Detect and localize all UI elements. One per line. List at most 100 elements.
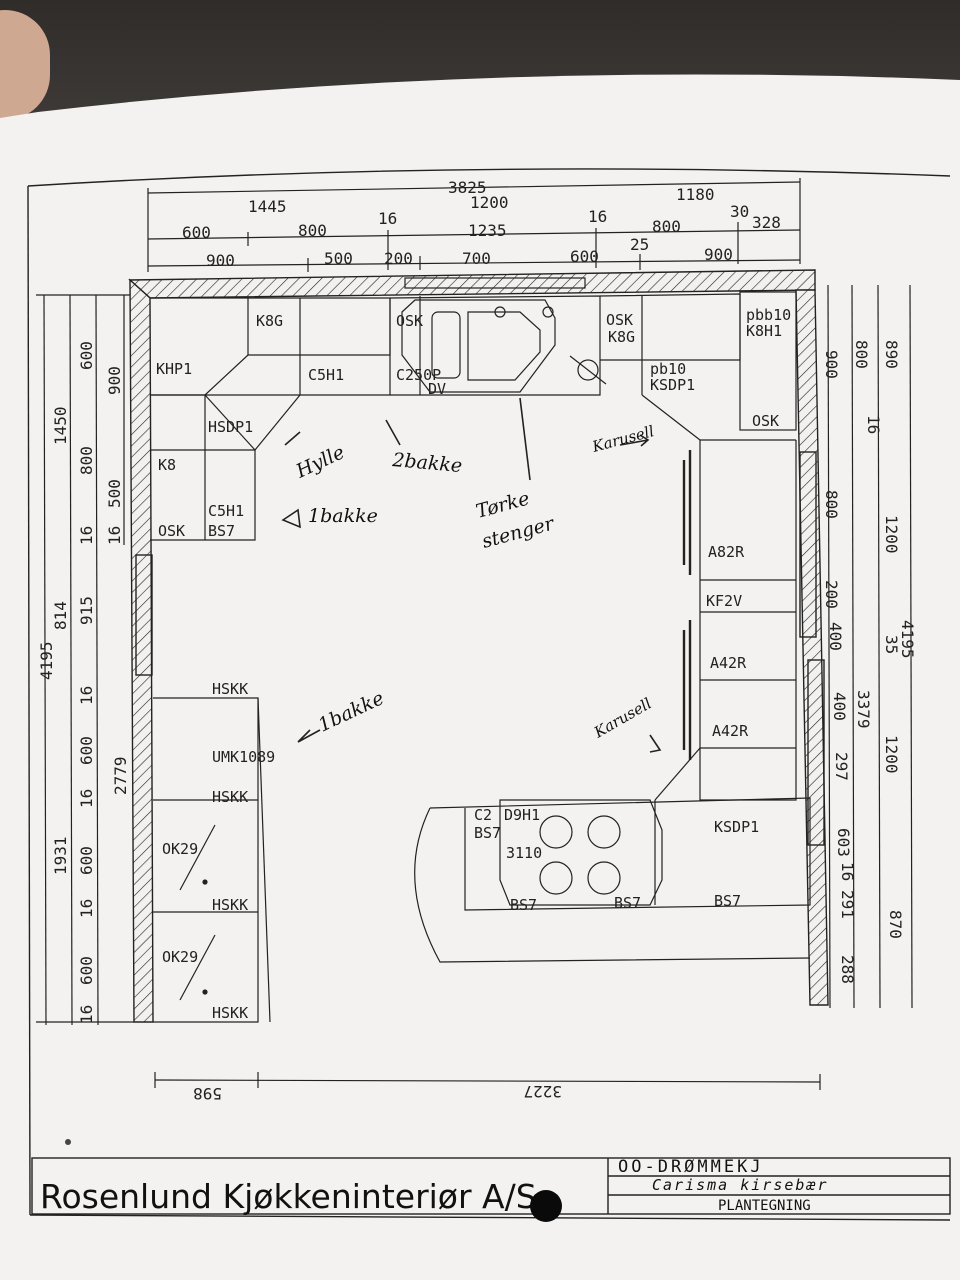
dim-left-inner: 16 [77, 1005, 96, 1024]
bottom-dimension-lines [154, 1072, 821, 1090]
cabinet-osk-left: OSK [158, 522, 185, 540]
cabinet-khp1: KHP1 [156, 360, 192, 378]
dim-row3: 700 [462, 249, 491, 268]
dim-bottom-right: 3227 [523, 1082, 562, 1101]
cabinet-kf2v: KF2V [706, 592, 742, 610]
dim-right-inner: 603 [834, 828, 853, 857]
cabinet-k8: K8 [158, 456, 176, 474]
dim-left-mid: 1450 [51, 406, 70, 445]
dim-right-mid: 870 [886, 910, 905, 939]
cabinet-hsdp1: HSDP1 [208, 418, 253, 436]
dim-right-inner: 16 [864, 415, 883, 434]
dim-right-inner: 288 [838, 955, 857, 984]
paper-sheet [0, 74, 960, 1280]
dim-left-inner2: 2779 [111, 756, 130, 795]
cabinet-bs7-left: BS7 [208, 522, 235, 540]
cabinet-c5h1: C5H1 [208, 502, 244, 520]
cabinet-ksdp1-top: KSDP1 [650, 376, 695, 394]
dim-right-inner: 291 [838, 890, 857, 919]
title-block: Rosenlund Kjøkkeninteriør A/S OO-DRØMMEK… [31, 1157, 951, 1216]
cabinet-pb10: pb10 [650, 360, 686, 378]
cabinet-c250p: C250P [396, 366, 441, 384]
cabinet-bs7-b1: BS7 [510, 896, 537, 914]
sink [401, 277, 607, 393]
sheet-type: PLANTEGNING [718, 1198, 811, 1214]
dim-left-inner: 16 [77, 899, 96, 918]
punch-mark [65, 1139, 71, 1145]
dim-row2: 800 [652, 217, 681, 236]
dim-row3: 500 [324, 249, 353, 268]
dim-right-mid: 1200 [882, 735, 901, 774]
cabinet-hskk-3: HSKK [212, 896, 248, 914]
cabinet-bs7-b3: BS7 [714, 892, 741, 910]
cabinet-osk-sink: OSK [396, 312, 423, 330]
note-1bakke-top: 1bakke [308, 505, 378, 527]
dim-right-mid: 35 [882, 635, 901, 654]
cabinet-labels: KHP1 K8G C5H1 C250P DV OSK OSK K8G pb10 … [156, 306, 791, 1022]
company-name: Rosenlund Kjøkkeninteriør A/S [40, 1177, 537, 1216]
dim-left-inner: 16 [77, 526, 96, 545]
dim-row2: 600 [182, 223, 211, 242]
dim-right-inner: 400 [830, 692, 849, 721]
dim-top-total: 3825 [448, 178, 487, 197]
dim-left-inner: 915 [77, 596, 96, 625]
project-name: OO-DRØMMEKJ [618, 1157, 764, 1177]
cabinet-k8h1: K8H1 [746, 322, 782, 340]
dim-left-inner: 800 [77, 446, 96, 475]
dim-top-left: 1445 [248, 197, 287, 216]
dim-right-mid: 3379 [854, 690, 873, 729]
cabinet-3110: 3110 [506, 844, 542, 862]
dim-bottom-left: 598 [193, 1084, 222, 1103]
cabinet-a42r-1: A42R [710, 654, 747, 672]
dim-row2: 16 [378, 209, 397, 228]
dim-row3: 600 [570, 247, 599, 266]
cabinet-osk-k8g: OSK [606, 311, 633, 329]
dim-left-inner: 600 [77, 956, 96, 985]
right-dimension-labels: 800 900 16 800 200 400 400 297 603 16 29… [822, 340, 917, 984]
dim-row2: 328 [752, 213, 781, 232]
dim-row3: 900 [704, 245, 733, 264]
dim-right-inner: 16 [838, 862, 857, 881]
dim-left-inner: 16 [77, 686, 96, 705]
dim-left-mid: 1931 [51, 836, 70, 875]
dim-left-outer: 4195 [37, 641, 56, 680]
cabinet-a82r: A82R [708, 543, 745, 561]
punch-hole [530, 1190, 562, 1222]
dim-left-inner: 600 [77, 341, 96, 370]
cabinet-hskk-2: HSKK [212, 788, 248, 806]
dim-left-inner2: 16 [105, 526, 124, 545]
dim-right-inner: 200 [822, 580, 841, 609]
cabinet-d9h1: D9H1 [504, 806, 540, 824]
cabinet-c2: C2 [474, 806, 492, 824]
cabinet-ok29-2: OK29 [162, 948, 198, 966]
cabinet-bs7-island: BS7 [474, 824, 501, 842]
dim-right-inner: 400 [826, 622, 845, 651]
dim-right-inner: 900 [822, 350, 841, 379]
model-name: Carisma kirsebær [652, 1176, 829, 1194]
dim-left-inner2: 900 [105, 366, 124, 395]
dim-row2: 16 [588, 207, 607, 226]
right-dimension-lines [827, 284, 913, 1009]
top-dimension-labels: 3825 1445 1200 1180 600 800 16 1235 16 8… [182, 178, 781, 270]
cabinet-ok29-1: OK29 [162, 840, 198, 858]
drawing-frame [27, 168, 951, 1221]
cabinet-c5h1-top: C5H1 [308, 366, 344, 384]
cabinet-outlines [150, 291, 811, 1023]
carousel-shelves [682, 450, 692, 760]
dim-top-mid: 1200 [470, 193, 509, 212]
cabinet-a42r-2: A42R [712, 722, 749, 740]
cabinet-umk1089: UMK1089 [212, 748, 275, 766]
left-dimension-lines [36, 294, 134, 1026]
top-dimension-lines [147, 178, 801, 272]
dim-right-mid: 1200 [882, 515, 901, 554]
dim-row2: 800 [298, 221, 327, 240]
dim-right-mid: 890 [882, 340, 901, 369]
dim-right-inner: 800 [822, 490, 841, 519]
dim-left-inner: 16 [77, 789, 96, 808]
dim-left-mid: 814 [51, 601, 70, 630]
dim-left-inner: 600 [77, 846, 96, 875]
bottom-dimension-labels: 598 3227 [193, 1082, 562, 1103]
cabinet-k8g-right: K8G [608, 328, 635, 346]
left-dimension-labels: 4195 1450 814 1931 600 800 16 915 16 600… [37, 341, 130, 1024]
